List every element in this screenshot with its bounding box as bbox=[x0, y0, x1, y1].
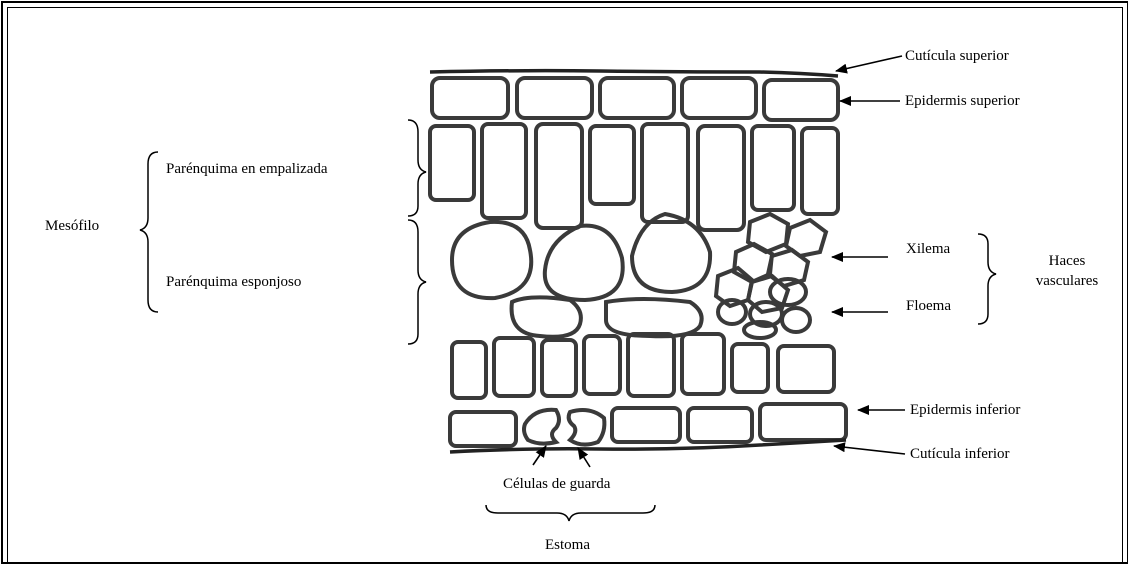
arrow-guard-right bbox=[578, 448, 590, 467]
label-xilema: Xilema bbox=[906, 240, 950, 258]
brace-empalizada bbox=[408, 120, 426, 216]
guard-cells bbox=[524, 410, 604, 445]
lower-epidermis bbox=[450, 404, 846, 446]
label-celulas-de-guarda: Células de guarda bbox=[503, 475, 610, 493]
phloem-cells bbox=[718, 279, 810, 338]
label-parenquima-empalizada: Parénquima en empalizada bbox=[166, 160, 328, 178]
label-cuticula-superior: Cutícula superior bbox=[905, 47, 1009, 65]
label-cuticula-inferior: Cutícula inferior bbox=[910, 445, 1010, 463]
label-parenquima-esponjoso: Parénquima esponjoso bbox=[166, 273, 301, 291]
upper-cuticle bbox=[430, 71, 838, 76]
brace-estoma bbox=[486, 505, 655, 521]
palisade-parenchyma bbox=[430, 124, 838, 230]
spongy-parenchyma bbox=[452, 214, 710, 337]
upper-epidermis bbox=[432, 78, 838, 120]
label-haces: Haces bbox=[1012, 252, 1122, 270]
label-epidermis-inferior: Epidermis inferior bbox=[910, 401, 1020, 419]
brace-mesofilo bbox=[140, 152, 158, 312]
label-floema: Floema bbox=[906, 297, 951, 315]
label-epidermis-superior: Epidermis superior bbox=[905, 92, 1020, 110]
lower-mesophyll-cells bbox=[452, 334, 834, 398]
label-vasculares: vasculares bbox=[1012, 272, 1122, 290]
arrow-cuticula-superior bbox=[836, 56, 902, 71]
label-mesofilo: Mesófilo bbox=[45, 217, 99, 235]
label-estoma: Estoma bbox=[545, 536, 590, 554]
brace-esponjoso bbox=[408, 220, 426, 344]
brace-haces bbox=[978, 234, 996, 324]
arrow-cuticula-inferior bbox=[834, 446, 905, 454]
